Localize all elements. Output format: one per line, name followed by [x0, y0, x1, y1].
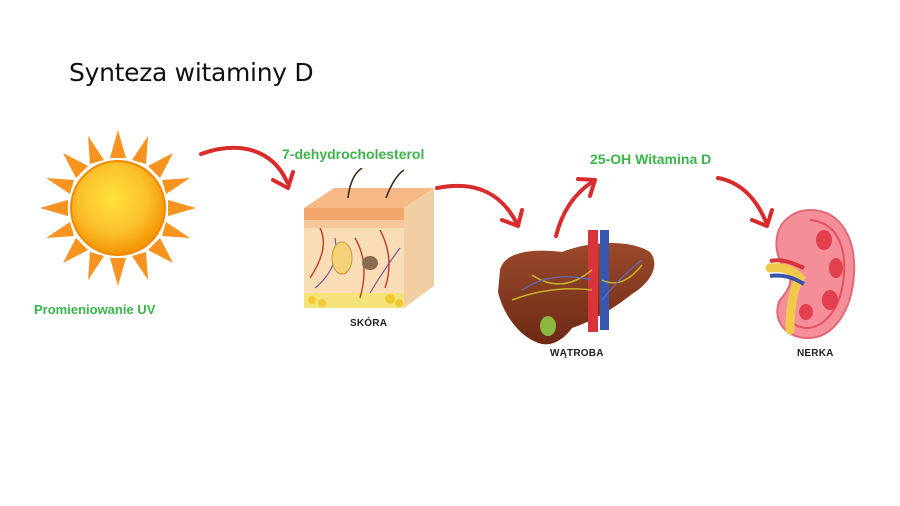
- uv-radiation-label: Promieniowanie UV: [34, 302, 156, 317]
- sun-icon: [40, 130, 196, 286]
- slide-title: Synteza witaminy D: [69, 58, 314, 87]
- skin-label: SKÓRA: [350, 318, 388, 329]
- arrow-skin-to-liver: [435, 183, 524, 228]
- liver-icon: [498, 230, 655, 345]
- dehydrocholesterol-label: 7-dehydrocholesterol: [282, 146, 425, 162]
- kidney-label: NERKA: [797, 348, 834, 359]
- liver-label: WĄTROBA: [550, 348, 604, 359]
- skin-cross-section-icon: [304, 168, 434, 308]
- 25-oh-vitamin-d-label: 25-OH Witamina D: [590, 151, 712, 167]
- kidney-icon: [765, 208, 856, 340]
- arrow-sun-to-skin: [199, 145, 295, 190]
- arrow-to-kidney: [716, 176, 774, 228]
- arrow-liver-up: [554, 177, 597, 238]
